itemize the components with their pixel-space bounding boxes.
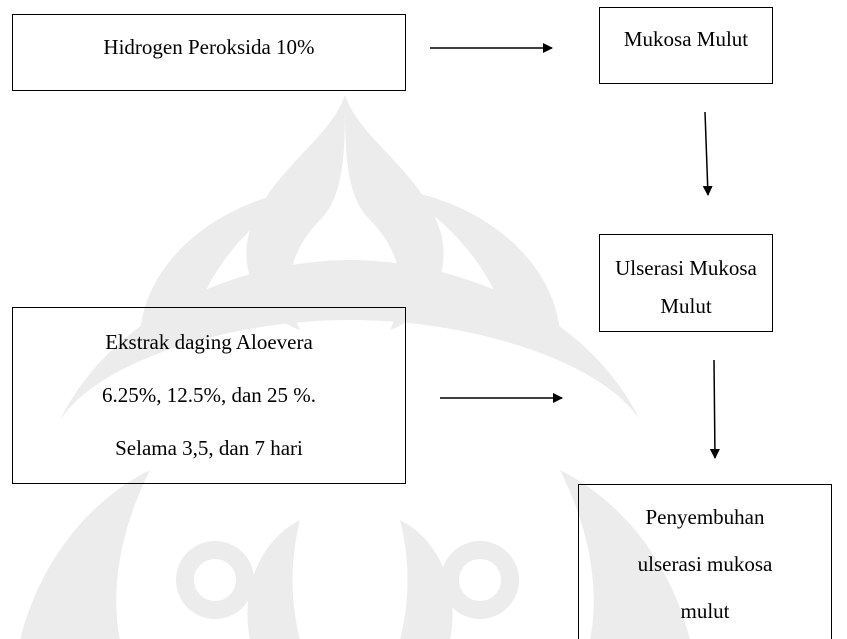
node-penyembuhan-line-2: ulserasi mukosa [637, 552, 773, 576]
node-hidrogen-peroksida-text: Hidrogen Peroksida 10% [103, 35, 315, 59]
node-ulserasi-line-2: Mulut [660, 294, 712, 318]
node-mukosa-mulut: Mukosa Mulut [599, 7, 773, 84]
node-ulserasi-mukosa-mulut: Ulserasi Mukosa Mulut [599, 234, 773, 332]
node-ekstrak-aloevera: Ekstrak daging Aloevera 6.25%, 12.5%, da… [12, 307, 406, 484]
node-ekstrak-line-1: Ekstrak daging Aloevera [105, 330, 313, 354]
node-ulserasi-line-1: Ulserasi Mukosa [615, 256, 757, 280]
edge-mukosa-to-ulserasi [702, 111, 713, 196]
edge-ulserasi-to-penyembuhan [709, 359, 720, 459]
node-penyembuhan-line-1: Penyembuhan [645, 505, 765, 529]
node-penyembuhan-line-3: mulut [680, 599, 730, 623]
node-mukosa-mulut-text: Mukosa Mulut [623, 27, 749, 51]
node-ekstrak-line-3: Selama 3,5, dan 7 hari [115, 436, 303, 460]
node-penyembuhan-ulserasi: Penyembuhan ulserasi mukosa mulut [578, 484, 832, 639]
node-ekstrak-line-2: 6.25%, 12.5%, dan 25 %. [101, 383, 317, 407]
node-hidrogen-peroksida: Hidrogen Peroksida 10% [12, 14, 406, 91]
